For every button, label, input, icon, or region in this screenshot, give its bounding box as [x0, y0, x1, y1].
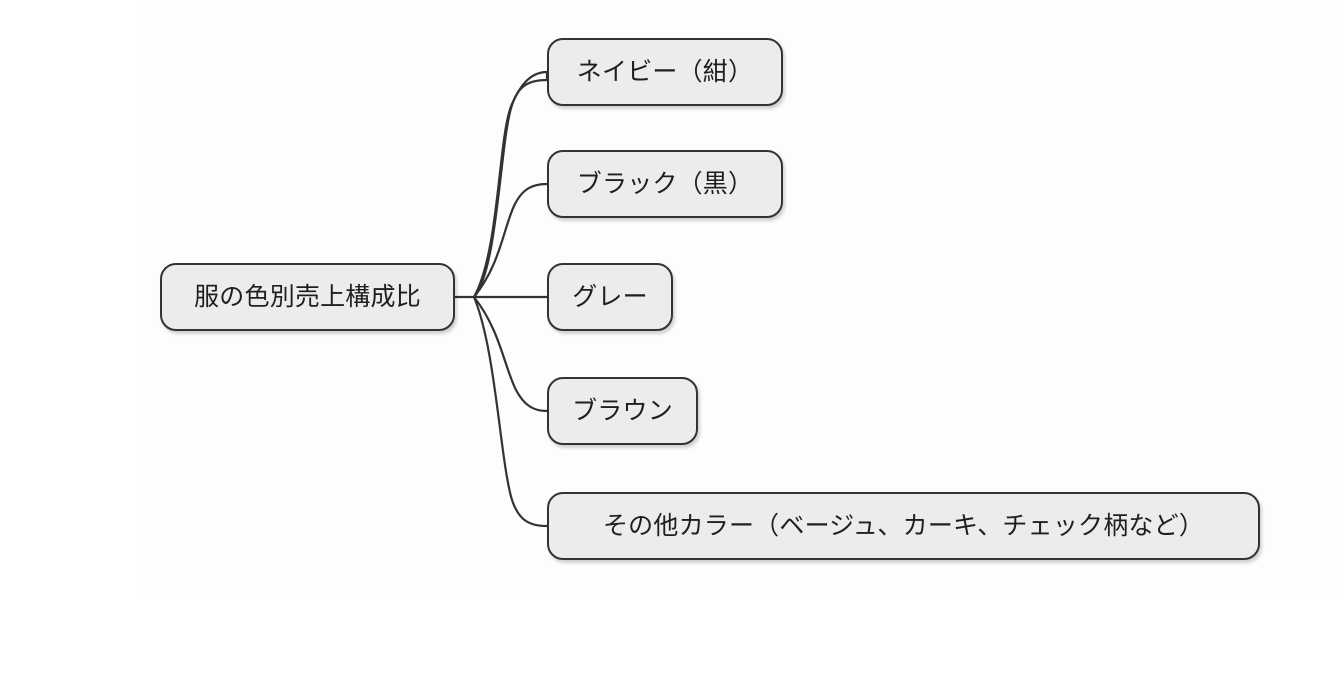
edge-curve-navy — [472, 70, 549, 299]
edge-curve-brown — [472, 295, 549, 413]
mindmap-node-label: その他カラー（ベージュ、カーキ、チェック柄など） — [602, 511, 1205, 540]
edge-curve-black — [472, 182, 549, 299]
edge-root-to-child-0 — [455, 72, 547, 297]
mindmap-node-label: ブラック（黒） — [576, 169, 754, 198]
mindmap-node-label: ネイビー（紺） — [576, 57, 754, 86]
mindmap-node-navy[interactable]: ネイビー（紺） — [547, 38, 783, 106]
mindmap-node-label: ブラウン — [572, 396, 673, 425]
mindmap-root-label: 服の色別売上構成比 — [194, 282, 421, 311]
mindmap-node-other-colors[interactable]: その他カラー（ベージュ、カーキ、チェック柄など） — [547, 492, 1260, 560]
mindmap-node-gray[interactable]: グレー — [547, 263, 673, 331]
mindmap-root-node[interactable]: 服の色別売上構成比 — [160, 263, 455, 331]
edge-root-to-navy — [455, 72, 547, 297]
mindmap-node-brown[interactable]: ブラウン — [547, 377, 698, 445]
edge-curve-other — [472, 295, 549, 528]
mindmap-node-black[interactable]: ブラック（黒） — [547, 150, 783, 218]
mindmap-node-label: グレー — [572, 282, 648, 311]
